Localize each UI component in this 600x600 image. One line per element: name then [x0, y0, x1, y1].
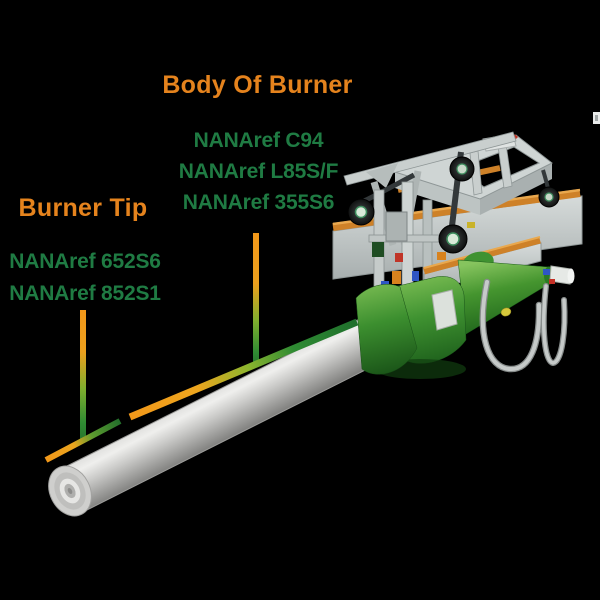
- burner-tube: [48, 284, 418, 517]
- body-reference-list: NANAref C94 NANAref L85S/F NANAref 355S6: [149, 125, 368, 218]
- body-reference-1: NANAref C94: [193, 129, 324, 152]
- beam-gusset: [366, 163, 398, 188]
- tip-reference-2: NANAref 852S1: [9, 282, 161, 305]
- hanger-arm-2: [362, 172, 416, 204]
- edge-white-part: [593, 112, 600, 124]
- roller-left: [347, 198, 375, 226]
- roller-right: [538, 186, 560, 208]
- tip-reference-list: NANAref 652S6 NANAref 852S1: [2, 246, 168, 310]
- leader-body-diagonal: [128, 318, 359, 421]
- leader-lines: [44, 233, 359, 463]
- horn-white-cap: [549, 265, 572, 285]
- tube-tip-face: [48, 465, 92, 517]
- leader-tip-diagonal: [44, 418, 122, 463]
- white-clamp-band: [431, 289, 458, 331]
- hoses: [479, 278, 568, 373]
- tip-reference-1: NANAref 652S6: [9, 250, 161, 273]
- leader-tip-vertical: [80, 310, 86, 441]
- leader-body-vertical: [253, 233, 259, 366]
- roller-middle: [438, 224, 468, 254]
- body-reference-3: NANAref 355S6: [182, 191, 335, 214]
- burner-horn: [457, 259, 550, 335]
- frame-side-face-right: [480, 163, 552, 215]
- fitting-blue: [543, 269, 550, 275]
- burner-tip-title: Burner Tip: [18, 194, 148, 222]
- roller-top: [449, 156, 475, 182]
- fitting-red: [549, 279, 555, 284]
- horn-cap-face: [567, 268, 575, 284]
- carriage-box: [385, 211, 408, 242]
- body-bell-collar: [355, 284, 418, 375]
- body-of-burner-title: Body Of Burner: [162, 71, 353, 99]
- hose-tag: [500, 307, 512, 317]
- body-reference-2: NANAref L85S/F: [178, 160, 339, 183]
